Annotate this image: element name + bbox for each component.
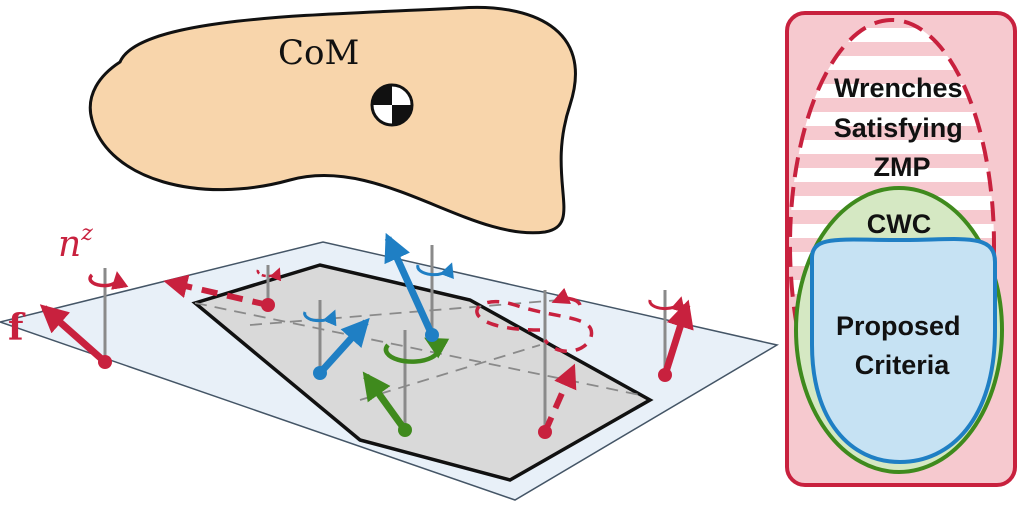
proposed-label-line: Criteria (855, 350, 951, 380)
proposed-criteria-region (810, 237, 997, 465)
body-shape (88, 5, 577, 235)
force-arrow (658, 299, 694, 382)
torque-rotation-icon (383, 337, 450, 364)
torque-symbol: n (58, 224, 81, 265)
torque-rotation-icon (416, 262, 454, 280)
torque-rotation-icon (256, 267, 281, 282)
contact-normals (103, 245, 667, 432)
force-arrow (362, 371, 412, 437)
force-arrow (163, 274, 275, 312)
cwc-label: CWC (867, 209, 931, 239)
zmp-label-line: Satisfying (834, 113, 963, 143)
force-arrow (313, 317, 370, 380)
zmp-wrench-border (788, 18, 996, 472)
force-arrow (39, 304, 112, 369)
com-marker-icon (370, 83, 414, 127)
proposed-label: Proposed Criteria (836, 311, 968, 380)
force-arrow (538, 363, 577, 439)
proposed-label-line: Proposed (836, 311, 961, 341)
torque-rotation-icon (303, 309, 337, 327)
torque-superscript: z (80, 221, 93, 246)
force-arrow (384, 232, 439, 342)
zmp-label-line: Wrenches (834, 73, 963, 103)
com-label: CoM (278, 33, 359, 73)
torque-rotation-icon (88, 271, 129, 290)
zmp-label-line: ZMP (874, 152, 931, 182)
force-label: f (8, 307, 26, 349)
torque-label: nz (58, 221, 93, 265)
torque-rotation-icon (475, 287, 594, 353)
zmp-label: Wrenches Satisfying ZMP (834, 73, 971, 182)
